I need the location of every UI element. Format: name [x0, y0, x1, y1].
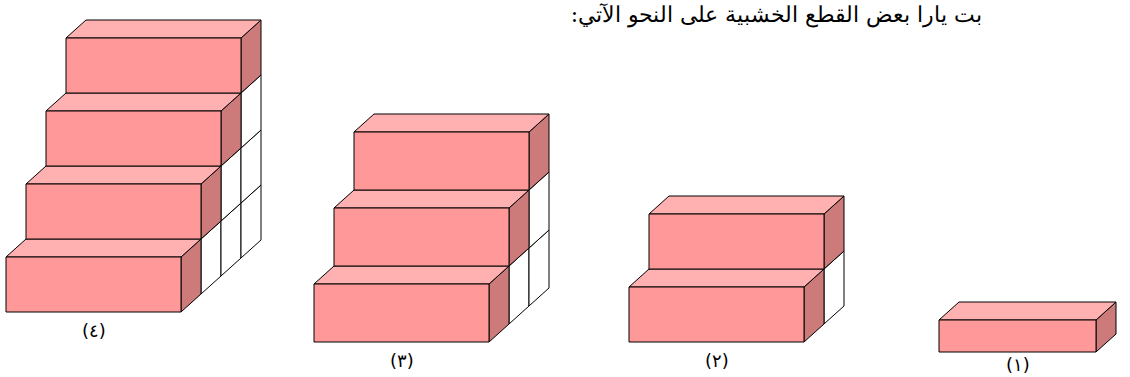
block-front	[26, 184, 201, 239]
block-front	[939, 320, 1096, 352]
block-front	[66, 38, 241, 93]
block-top	[629, 269, 824, 287]
block-top	[354, 114, 549, 132]
block-top	[66, 20, 261, 38]
heading: بت يارا بعض القطع الخشبية على النحو الآت…	[571, 2, 982, 27]
block-top	[334, 190, 529, 208]
block-front	[6, 257, 181, 312]
block-front	[354, 132, 529, 190]
figure-number: (٣)	[390, 350, 414, 371]
block-front	[314, 284, 489, 342]
figure-number: (٤)	[82, 320, 106, 341]
block-top	[6, 239, 201, 257]
block-top	[46, 93, 241, 111]
block-front	[334, 208, 509, 266]
block-top	[649, 196, 844, 214]
block-top	[939, 302, 1116, 320]
block-front	[649, 214, 824, 269]
block-top	[314, 266, 509, 284]
figure-number: (١)	[1006, 354, 1030, 375]
block-front	[629, 287, 804, 342]
block-top	[26, 166, 221, 184]
block-front	[46, 111, 221, 166]
figure-number: (٢)	[705, 350, 729, 371]
